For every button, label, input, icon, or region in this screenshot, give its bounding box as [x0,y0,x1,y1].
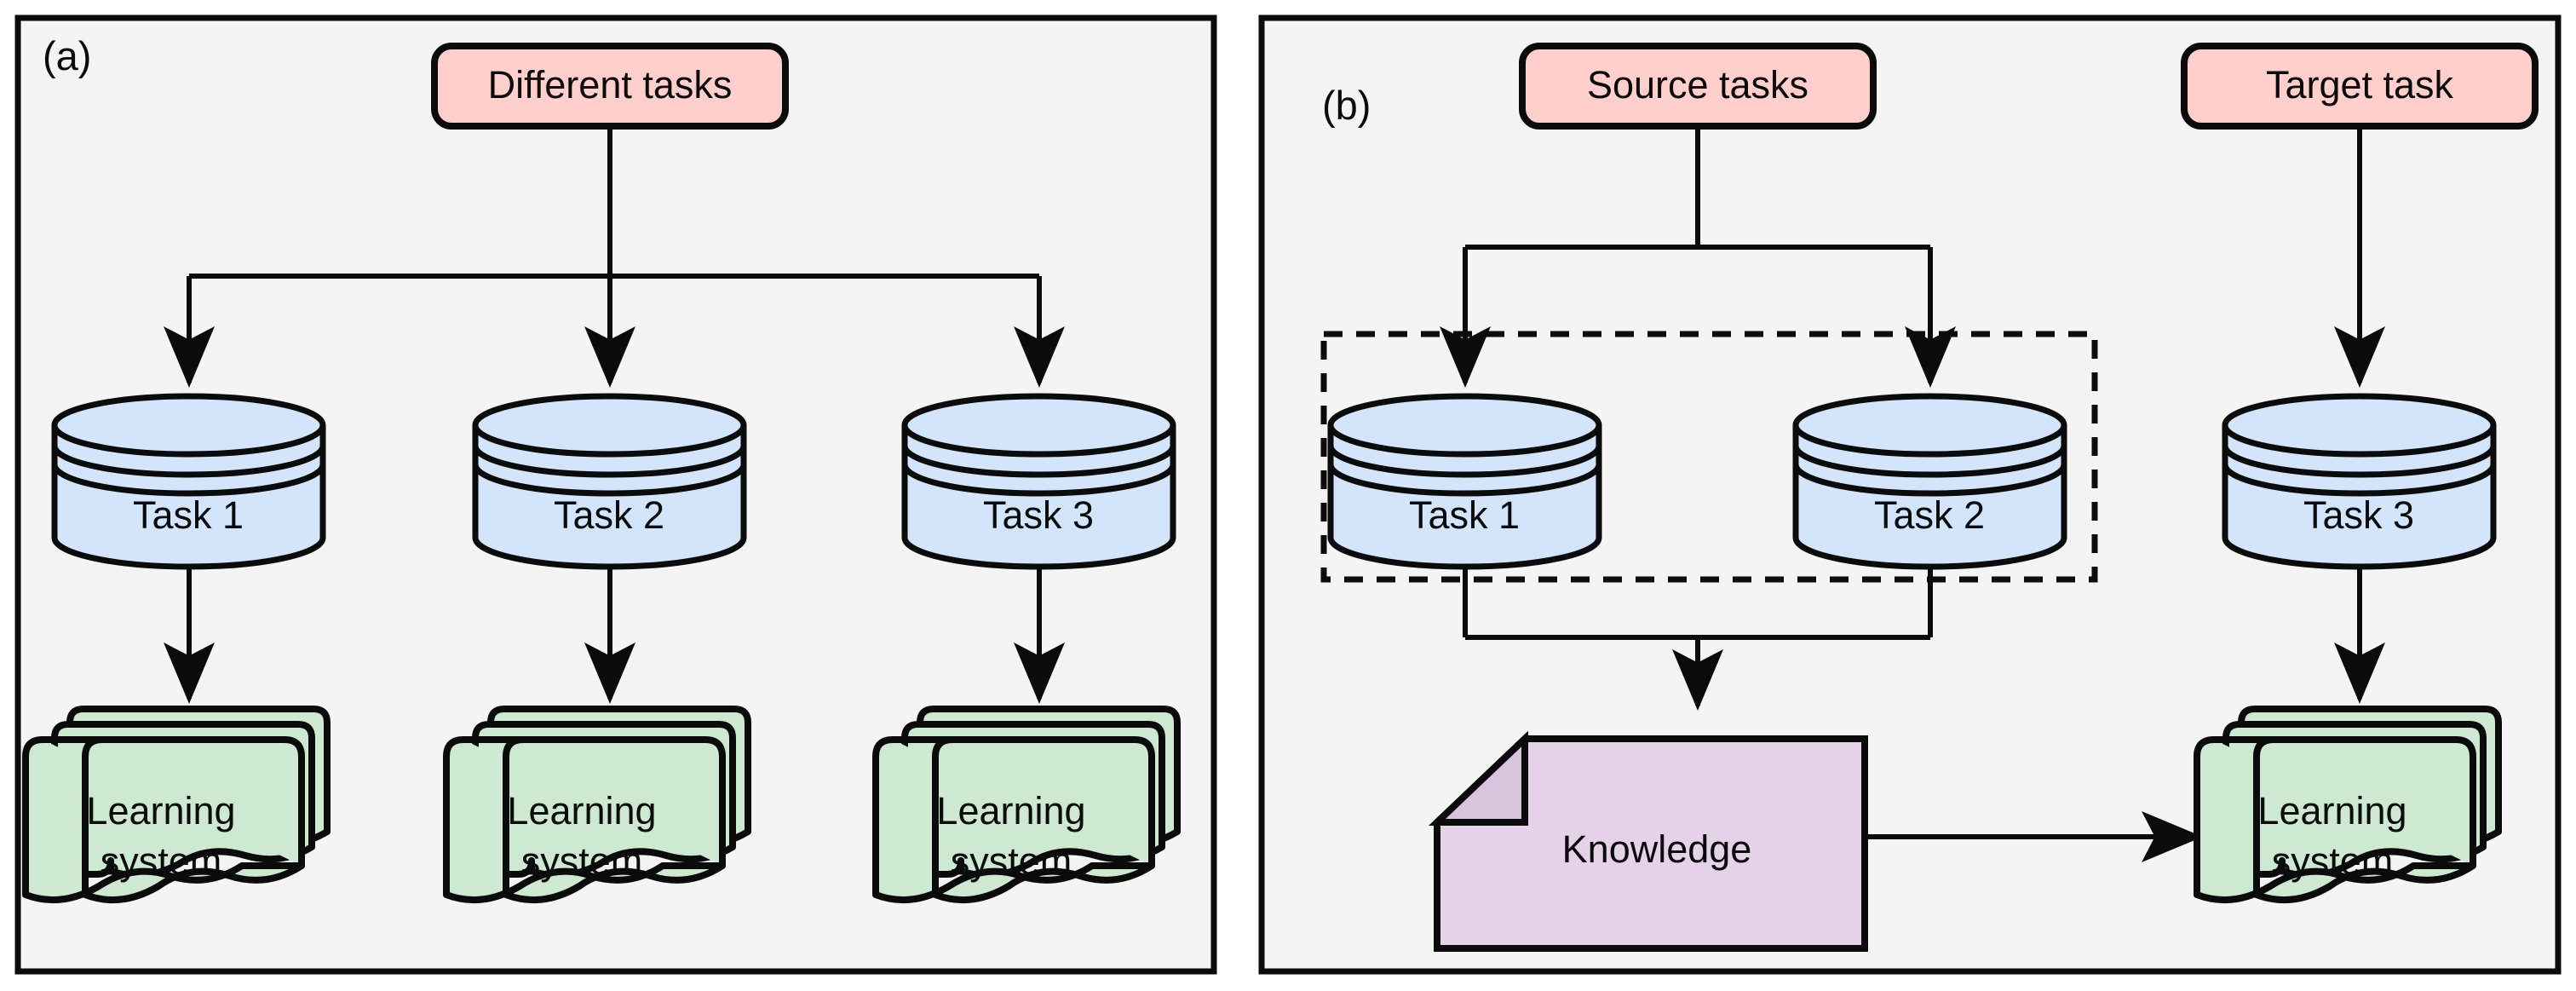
node-task-2-a[interactable]: Task 2 [475,396,744,567]
node-learning-system-b[interactable]: Learning system [2197,709,2498,900]
node-learning-system-1-a[interactable]: Learning system [26,709,327,900]
learning-system-1-line2-a: system [101,839,222,883]
panel-a: (a) Different tasks Task 1 Task 2 Task 3 [14,14,1217,975]
target-task-label: Target task [2266,63,2454,107]
cylinder-icon [475,396,744,567]
node-target-task[interactable]: Target task [2181,43,2539,130]
learning-system-line2-b: system [2272,839,2394,883]
panel-b-label: (b) [1322,83,1371,128]
task-1-label-a: Task 1 [133,493,244,537]
cylinder-icon [905,396,1173,567]
knowledge-label: Knowledge [1562,827,1752,871]
task-2-label-a: Task 2 [554,493,664,537]
cylinder-icon [55,396,323,567]
node-knowledge[interactable]: Knowledge [1428,730,1868,952]
source-tasks-label: Source tasks [1587,63,1808,107]
node-source-tasks[interactable]: Source tasks [1519,43,1877,130]
learning-system-3-line2-a: system [951,839,1072,883]
node-task-3-a[interactable]: Task 3 [905,396,1173,567]
node-different-tasks[interactable]: Different tasks [431,43,789,130]
cylinder-icon [1796,396,2064,567]
panel-b-fanout-edges [1440,126,1956,388]
node-task-1-b[interactable]: Task 1 [1331,396,1599,567]
learning-system-2-line1-a: Learning [507,789,656,833]
task-3-label-b: Task 3 [2303,493,2414,537]
source-tasks-group-box [1320,331,2098,583]
different-tasks-label: Different tasks [488,63,733,107]
learning-system-line1-b: Learning [2257,789,2406,833]
panel-a-task-to-system-edges [164,569,1065,704]
task-1-label-b: Task 1 [1409,493,1520,537]
task-2-label-b: Task 2 [1874,493,1985,537]
cylinder-icon [2225,396,2493,567]
node-task-3-b[interactable]: Task 3 [2225,396,2493,567]
panel-b-merge-edges [1463,569,1933,711]
cylinder-icon [1331,396,1599,567]
learning-system-2-line2-a: system [521,839,643,883]
learning-system-3-line1-a: Learning [936,789,1085,833]
panel-a-fanout-edges [164,126,1065,388]
node-task-2-b[interactable]: Task 2 [1796,396,2064,567]
node-task-1-a[interactable]: Task 1 [55,396,323,567]
node-learning-system-2-a[interactable]: Learning system [446,709,748,900]
panel-a-label: (a) [43,33,91,78]
task-3-label-a: Task 3 [983,493,1094,537]
node-learning-system-3-a[interactable]: Learning system [876,709,1177,900]
panel-b: (b) Source tasks Target task Task 1 [1258,14,2562,975]
knowledge-note-fold [1428,730,1528,826]
learning-system-1-line1-a: Learning [86,789,235,833]
